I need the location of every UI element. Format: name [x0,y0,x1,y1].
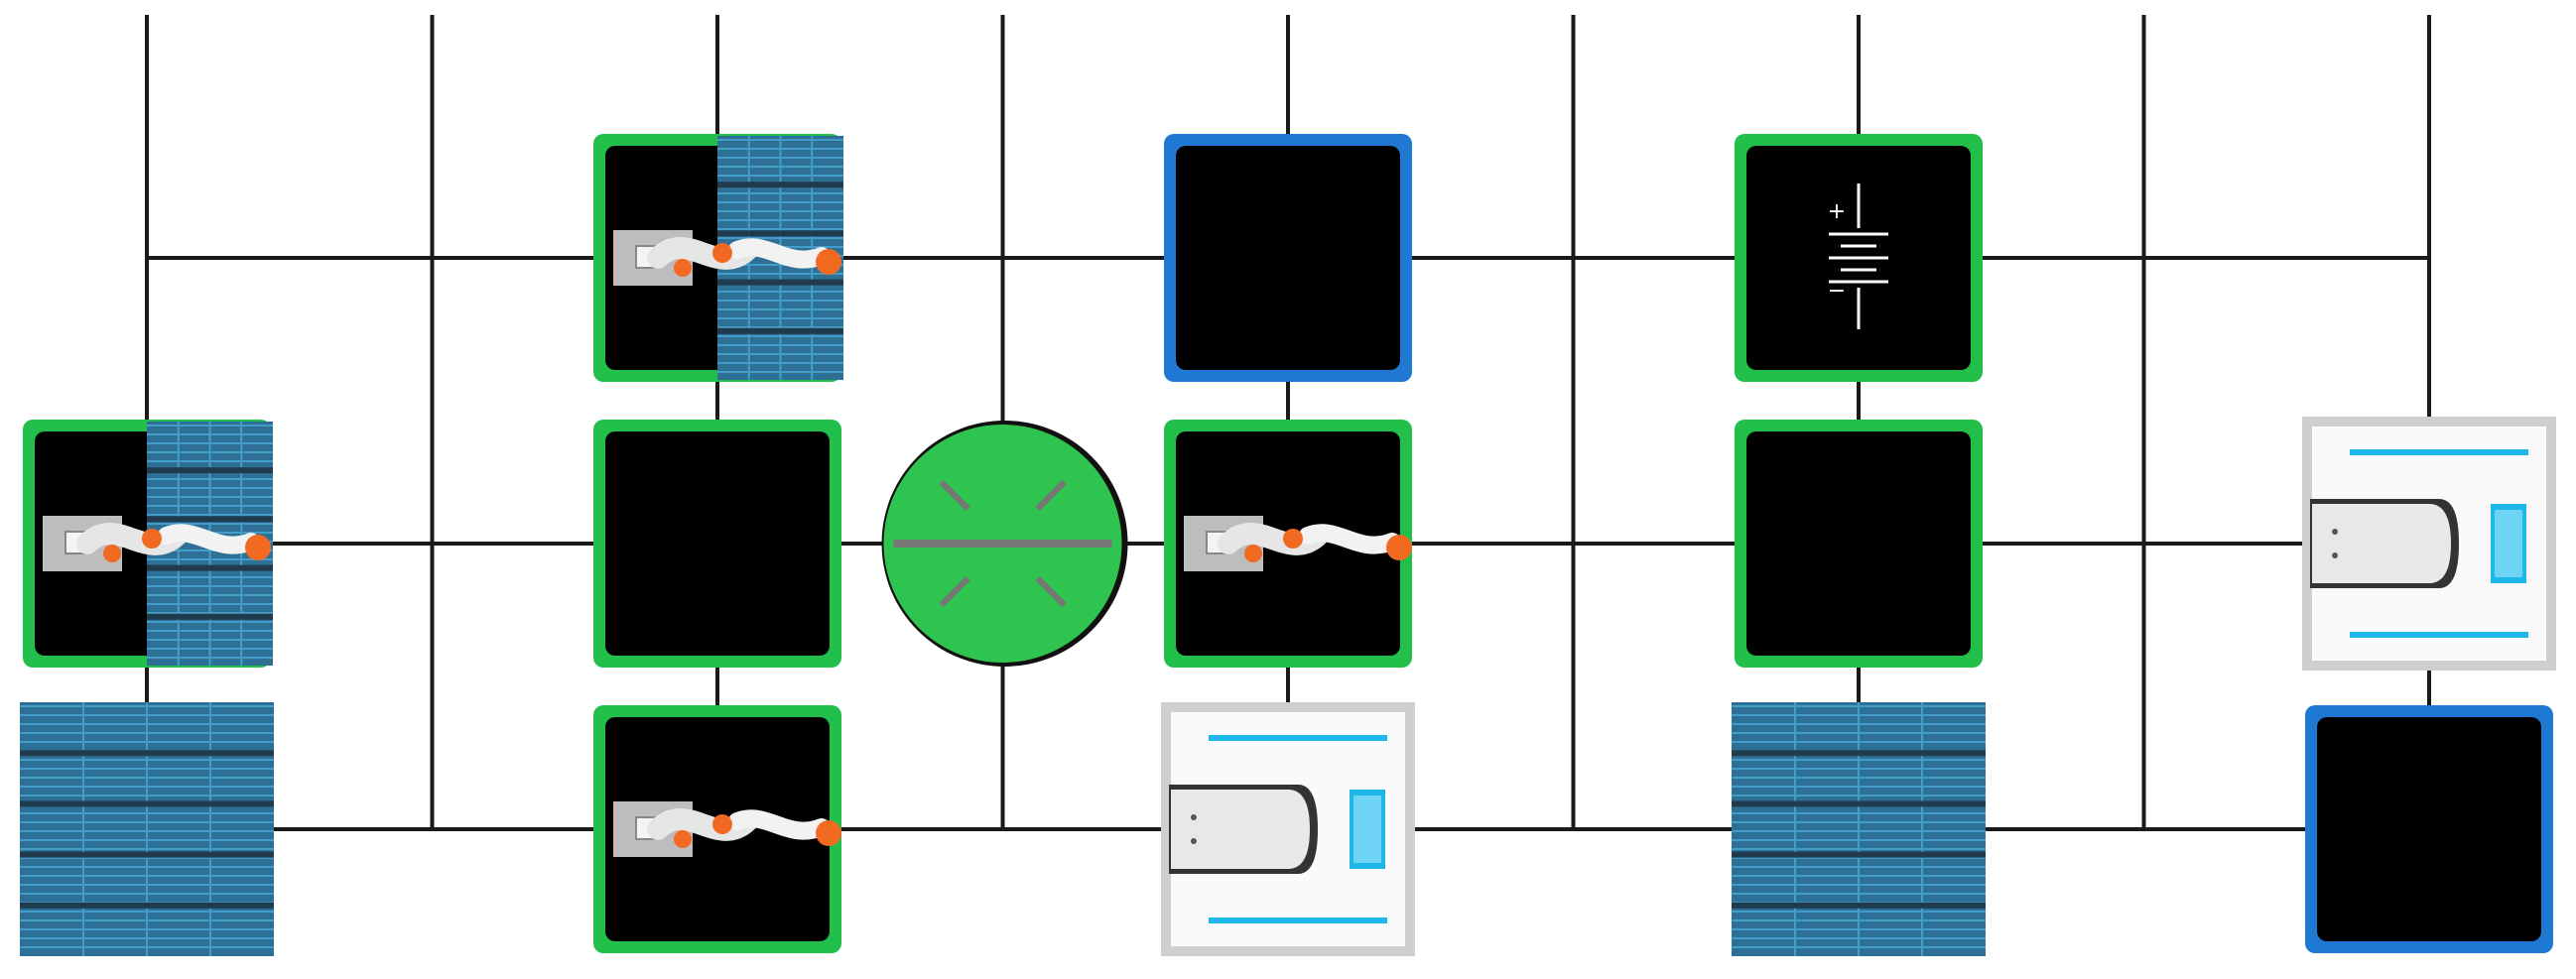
module-hub [881,421,1128,667]
robot-arm-accent [674,259,692,277]
solar-bands [20,750,274,909]
robot-arm-accent [674,830,692,848]
robot-arm-effector [816,820,841,846]
module-arm-solar [23,420,273,668]
battery-minus-label: − [1828,279,1846,304]
solar-band [20,800,274,807]
rover-panel-glass [1353,795,1381,863]
robot-arm-accent [712,243,732,263]
rover-panel-glass [2495,510,2522,577]
tile-body [605,431,830,656]
solar-band [717,182,843,188]
module-arm [593,705,841,953]
rover-stripe [2350,632,2528,638]
solar-band [147,564,273,571]
rover-sensor [1191,814,1197,820]
rover-body [2312,504,2451,583]
robot-arm-link [728,809,831,840]
module-arm-solar [593,134,843,382]
robot-arm-accent [103,545,121,562]
solar-band [20,750,274,757]
solar-band [20,851,274,858]
module-empty [593,420,841,668]
module-empty [2305,705,2553,953]
hub-tick [1035,575,1067,608]
battery-icon [1829,184,1888,329]
hub-tick [939,479,970,512]
solar-band [717,279,843,286]
rover-sensor [1191,838,1197,844]
module-arm [1164,420,1412,668]
rover-sensor [2332,529,2338,535]
solar-bands [147,467,273,620]
hub-tick [939,575,970,608]
robot-arm-link [1299,524,1401,554]
solar-band [1732,800,1986,807]
rover-stripe [2350,449,2528,455]
hub-bar [893,540,1112,548]
solar-band [717,230,843,237]
rover-stripe [1209,735,1387,741]
robot-arm-effector [245,535,271,560]
rover-sensor [2332,552,2338,558]
tile-body [1176,146,1400,370]
solar-band [147,467,273,474]
rover-body [1171,790,1310,869]
battery-plus-label: + [1828,199,1846,224]
module-empty [1164,134,1412,382]
tile-body [2317,717,2541,941]
robot-arm-link [158,524,260,554]
robot-arm-accent [1244,545,1262,562]
robot-arm-accent [1283,529,1303,549]
robot-arm-link [728,238,831,269]
module-battery: +− [1735,134,1983,382]
solar-band [1732,851,1986,858]
module-empty [1735,420,1983,668]
solar-band [147,516,273,523]
module-solar [1732,702,1986,956]
module-rover [1161,702,1415,956]
robot-arm-accent [142,529,162,549]
robot-arm-effector [816,249,841,275]
solar-bands [1732,750,1986,909]
module-solar [20,702,274,956]
tile-body [1746,431,1971,656]
solar-band [1732,902,1986,909]
rover-stripe [1209,918,1387,923]
robot-arm-effector [1386,535,1412,560]
solar-bands [717,182,843,334]
hub-tick [1035,479,1067,512]
solar-band [147,613,273,620]
solar-band [717,327,843,334]
hub-ticks [939,479,1067,608]
robot-arm-accent [712,814,732,834]
solar-band [20,902,274,909]
solar-cells [1732,702,1986,956]
module-rover [2302,417,2556,671]
solar-band [1732,750,1986,757]
